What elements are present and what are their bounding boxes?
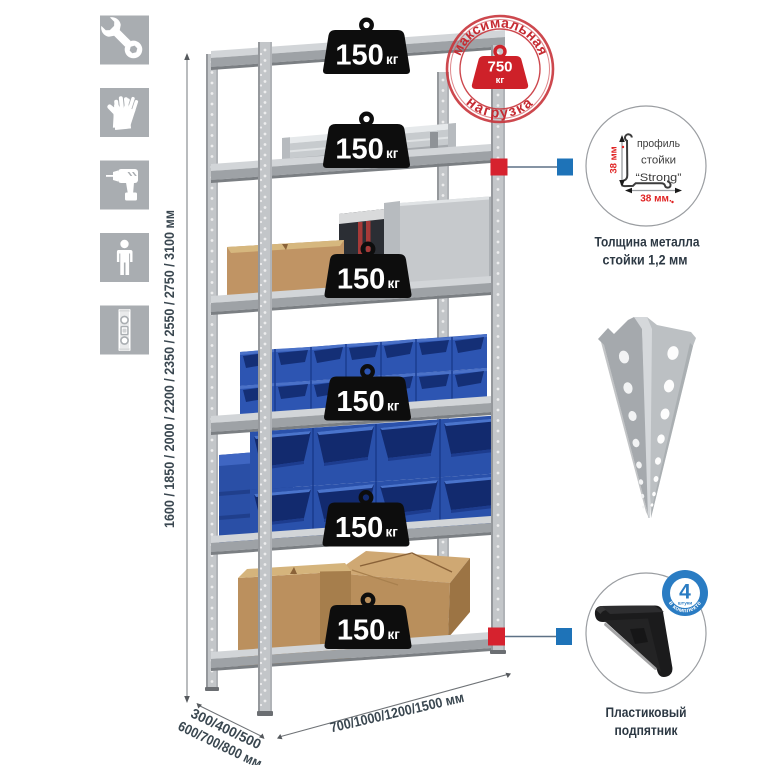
svg-text:4: 4 xyxy=(679,581,691,604)
svg-text:Пластиковый: Пластиковый xyxy=(606,704,687,720)
svg-text:стойки: стойки xyxy=(641,155,676,167)
svg-text:кг: кг xyxy=(496,75,505,86)
svg-text:750: 750 xyxy=(487,59,512,76)
svg-text:подпятник: подпятник xyxy=(615,722,679,738)
svg-text:Толщина металла: Толщина металла xyxy=(595,234,700,250)
svg-text:38 мм.: 38 мм. xyxy=(640,194,672,205)
svg-text:штуки: штуки xyxy=(678,602,693,607)
svg-text:“Strong”: “Strong” xyxy=(636,172,682,184)
svg-text:стойки 1,2 мм: стойки 1,2 мм xyxy=(603,252,688,268)
svg-text:профиль: профиль xyxy=(637,138,680,150)
svg-text:38 мм: 38 мм xyxy=(609,146,620,173)
svg-text:1600 / 1850 / 2000 / 2200 / 23: 1600 / 1850 / 2000 / 2200 / 2350 / 2550 … xyxy=(161,210,177,528)
